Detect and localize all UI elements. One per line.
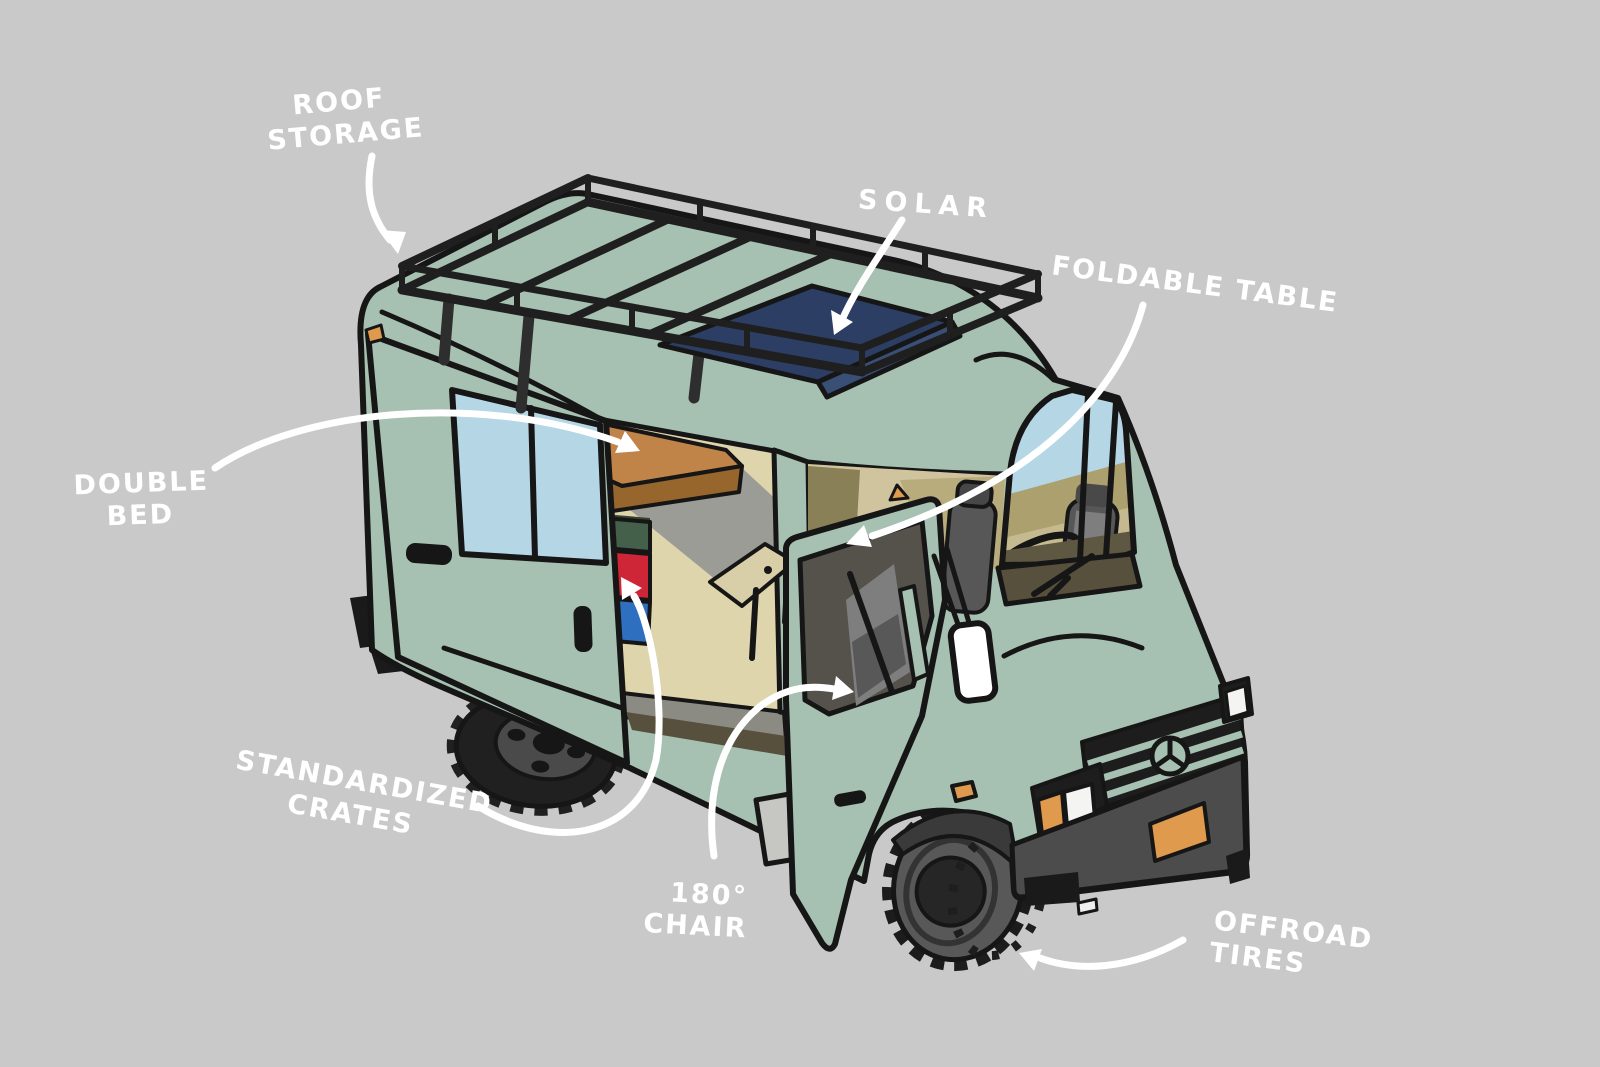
license-plate bbox=[1148, 801, 1211, 863]
door-sill-lower bbox=[626, 712, 787, 756]
label-double-bed: DOUBLE BED bbox=[73, 466, 210, 533]
marker-light-rear bbox=[364, 323, 386, 345]
van-illustration bbox=[350, 174, 1254, 972]
arrow-foldable-table bbox=[868, 301, 1147, 540]
headlight-right bbox=[1218, 676, 1254, 724]
marker-light-roof bbox=[888, 483, 910, 502]
sliding-door-window bbox=[449, 387, 609, 566]
door-handle bbox=[405, 543, 453, 565]
label-roof-storage-line1: ROOF bbox=[291, 82, 386, 121]
door-edge-handle bbox=[573, 605, 593, 653]
front-bumper bbox=[1009, 754, 1250, 916]
front-door-handle bbox=[834, 790, 867, 807]
label-double-bed-line1: DOUBLE bbox=[73, 466, 210, 502]
arrow-roof-storage bbox=[365, 152, 394, 244]
label-roof-storage: ROOF STORAGE bbox=[266, 82, 425, 157]
windshield bbox=[999, 387, 1137, 568]
label-chair-180: 180° CHAIR bbox=[643, 877, 749, 944]
side-mirror bbox=[931, 546, 999, 704]
arrow-chair bbox=[708, 683, 838, 860]
label-chair-180-line1: 180° bbox=[669, 877, 748, 912]
hood-crease bbox=[1001, 633, 1145, 659]
label-solar-line1: SOLAR bbox=[857, 184, 995, 224]
arrow-standardized-crates bbox=[474, 592, 663, 836]
front-wheel bbox=[882, 800, 1047, 972]
arrow-offroad-tires bbox=[1036, 936, 1187, 970]
roof-rack-near-rail bbox=[397, 174, 1042, 377]
arrowhead-roof-storage-icon bbox=[380, 230, 406, 254]
wipers bbox=[1031, 553, 1095, 599]
arrowhead-double-bed-icon bbox=[615, 431, 640, 453]
label-double-bed-line2: BED bbox=[106, 499, 174, 532]
arrow-solar bbox=[838, 216, 906, 324]
arrow-double-bed bbox=[211, 409, 622, 472]
roof-gutter-line bbox=[379, 309, 609, 425]
roof-crease bbox=[973, 351, 1057, 383]
front-door-open bbox=[783, 496, 948, 952]
label-foldable-table-line1: FOLDABLE TABLE bbox=[1050, 250, 1341, 318]
arrowhead-chair-icon bbox=[832, 676, 854, 700]
label-chair-180-line2: CHAIR bbox=[643, 908, 749, 944]
roof-rack bbox=[438, 174, 1043, 414]
label-solar: SOLAR bbox=[857, 184, 995, 224]
arrowhead-solar-icon bbox=[831, 310, 853, 335]
label-foldable-table: FOLDABLE TABLE bbox=[1050, 250, 1341, 318]
label-roof-storage-line2: STORAGE bbox=[266, 112, 425, 157]
seatbelt bbox=[847, 571, 895, 695]
arrowhead-offroad-tires-icon bbox=[1019, 949, 1042, 971]
arrowhead-foldable-table-icon bbox=[846, 525, 872, 547]
label-standardized-crates: STANDARDIZED CRATES bbox=[233, 745, 495, 841]
marker-light-fender bbox=[950, 780, 978, 803]
label-offroad-tires: OFFROAD TIRES bbox=[1208, 905, 1375, 979]
arrowhead-standardized-crates-icon bbox=[621, 577, 642, 600]
